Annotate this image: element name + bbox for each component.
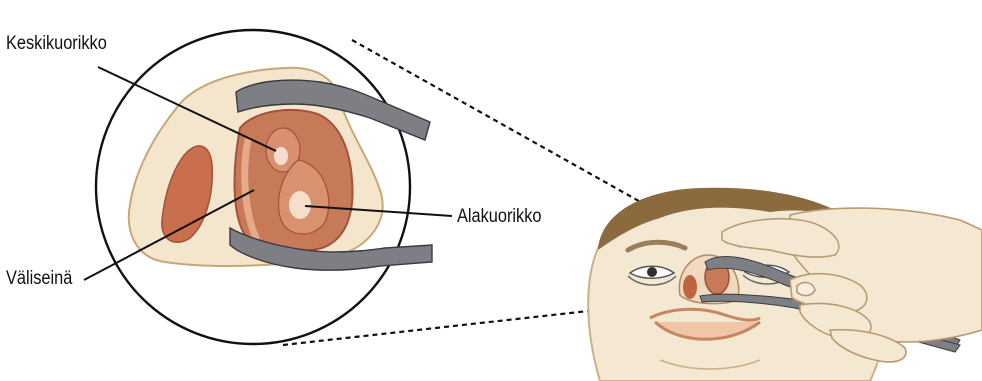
magnified-view [96, 30, 432, 344]
middle-turbinate-highlight [274, 147, 288, 165]
label-middle-turbinate: Keskikuorikko [6, 33, 107, 55]
label-septum: Väliseinä [6, 268, 72, 290]
inferior-turbinate-highlight [289, 191, 311, 219]
fingernail [797, 283, 815, 296]
left-nostril [683, 275, 697, 299]
label-inferior-turbinate: Alakuorikko [457, 206, 541, 228]
